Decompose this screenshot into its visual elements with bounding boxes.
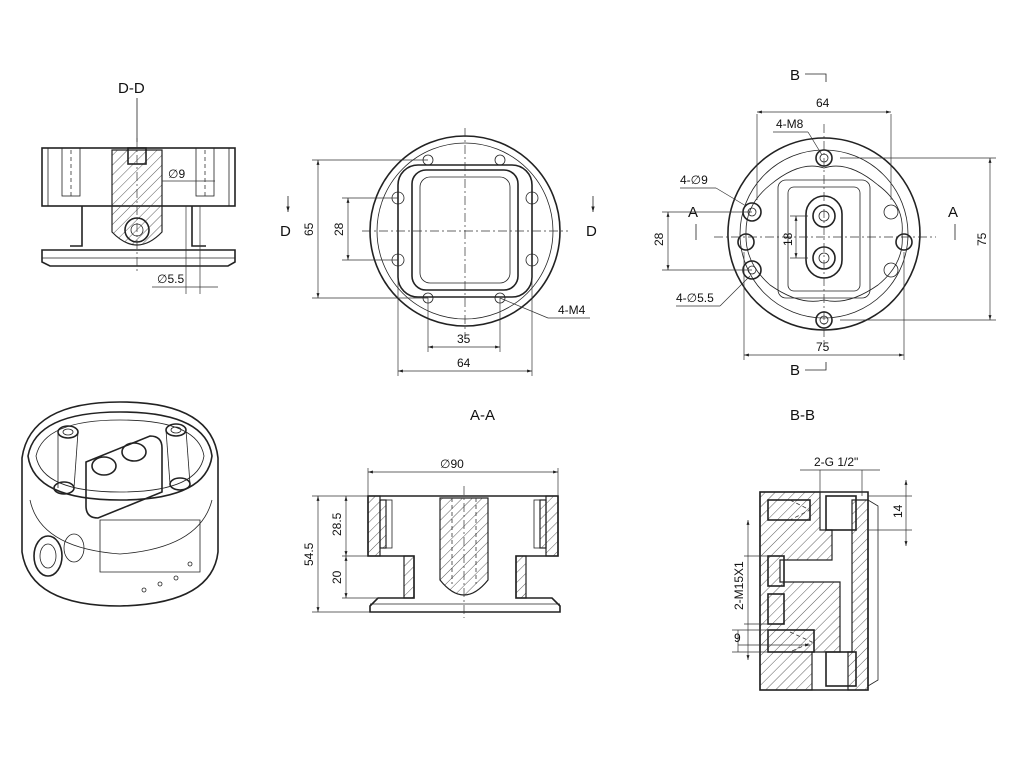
section-dd-title: D-D <box>118 80 145 97</box>
front-d-marker-left: D <box>280 223 291 240</box>
port-callout-dia9: 4-∅9 <box>680 173 708 187</box>
front-dim-28: 28 <box>332 222 346 236</box>
front-d-marker-right: D <box>586 223 597 240</box>
front-dim-35: 35 <box>457 332 471 346</box>
bb-callout-g: 2-G 1/2" <box>814 455 858 469</box>
aa-dim-285: 28.5 <box>330 512 344 536</box>
dd-dia9-label: ∅9 <box>168 167 185 181</box>
section-bb-view: B-B 2-G 1/2" 14 2-M15X1 9 <box>732 407 912 691</box>
port-dim-18: 18 <box>781 232 795 246</box>
section-aa-title: A-A <box>470 407 495 424</box>
bb-dim-9: 9 <box>734 631 741 645</box>
port-dim-75-vertical: 75 <box>975 232 989 246</box>
port-b-marker-top: B <box>790 67 800 84</box>
bb-dim-14: 14 <box>891 504 905 518</box>
aa-dim-20: 20 <box>330 570 344 584</box>
front-dim-65: 65 <box>302 222 316 236</box>
dd-dia55-label: ∅5.5 <box>157 272 184 286</box>
port-view: B B A A 64 4-M8 4-∅9 4-∅5.5 28 18 <box>652 67 996 379</box>
port-callout-dia55: 4-∅5.5 <box>676 291 714 305</box>
isometric-view <box>21 401 219 607</box>
port-callout-m8: 4-M8 <box>776 117 804 131</box>
bb-callout-m15: 2-M15X1 <box>732 561 746 610</box>
front-callout-m4: 4-M4 <box>558 303 586 317</box>
front-view: D D 65 28 35 64 4-M4 <box>280 128 597 376</box>
section-aa-view: A-A ∅90 54.5 28.5 20 <box>302 407 561 618</box>
port-a-marker-right: A <box>948 204 958 221</box>
port-a-marker-left: A <box>688 204 698 221</box>
front-dim-64: 64 <box>457 356 471 370</box>
section-dd-view: D-D ∅9 ∅5.5 <box>41 80 236 294</box>
aa-dim-545: 54.5 <box>302 542 316 566</box>
section-bb-title: B-B <box>790 407 815 424</box>
port-dim-75-horizontal: 75 <box>816 340 830 354</box>
port-dim-28: 28 <box>652 232 666 246</box>
aa-dim-dia90: ∅90 <box>440 457 464 471</box>
port-dim-64: 64 <box>816 96 830 110</box>
port-b-marker-bottom: B <box>790 362 800 379</box>
